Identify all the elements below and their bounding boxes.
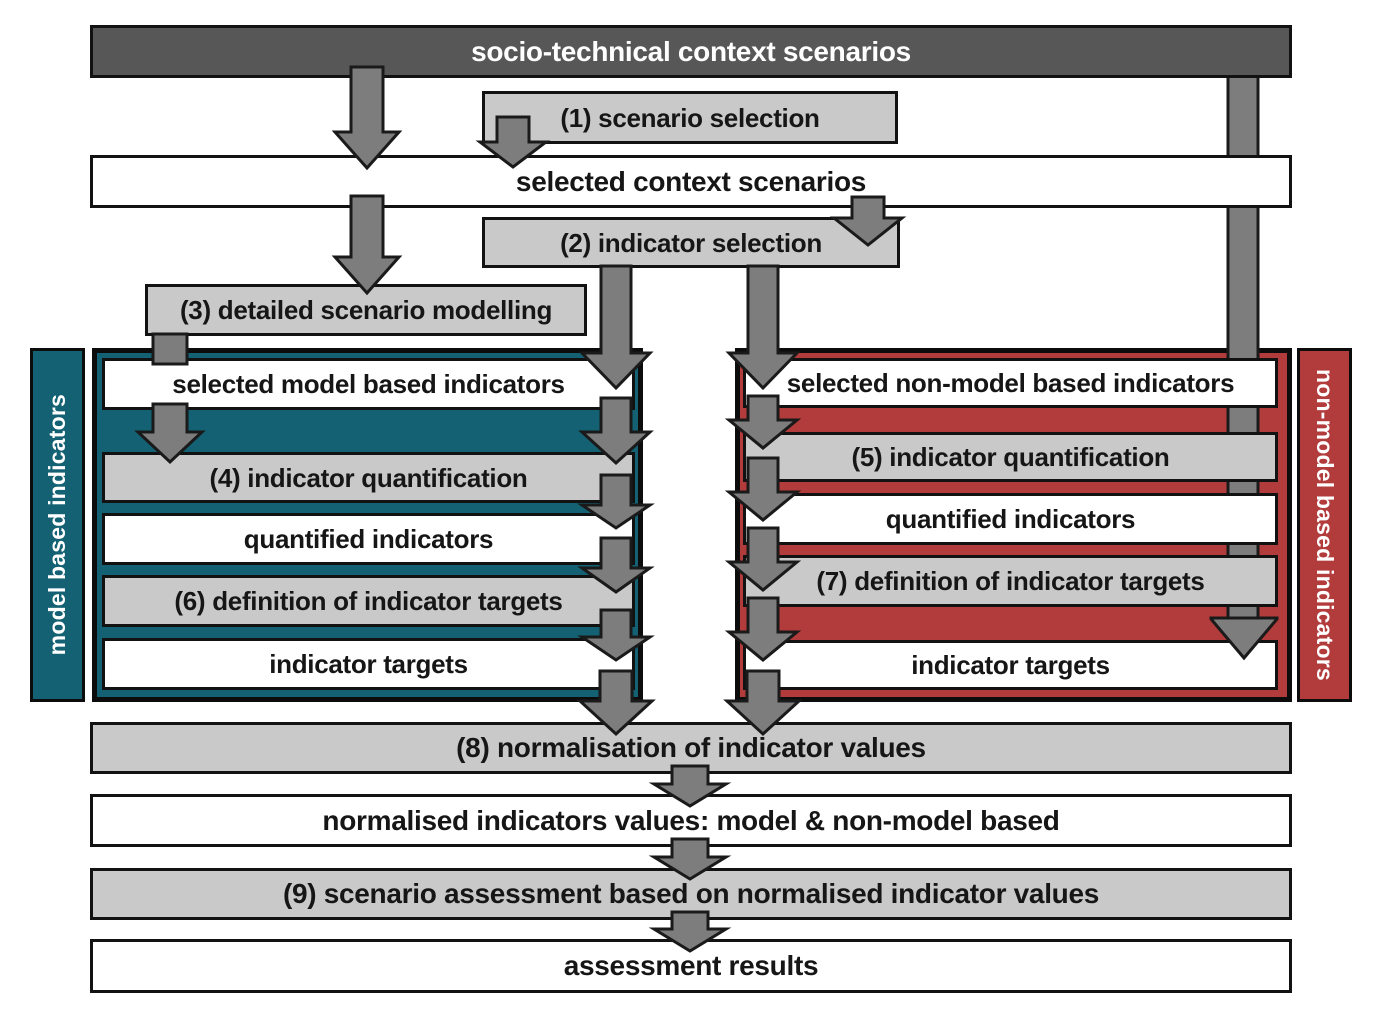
step-3-detailed-modelling-box: (3) detailed scenario modelling — [145, 284, 587, 336]
step-9-label: (9) scenario assessment based on normali… — [282, 878, 1100, 909]
non-model-row-label: quantified indicators — [885, 504, 1136, 534]
non-model-indicators-side-strip: non-model based indicators — [1297, 348, 1352, 702]
model-row-label: quantified indicators — [243, 524, 494, 554]
step-3-label: (3) detailed scenario modelling — [179, 295, 553, 325]
model-row-label: indicator targets — [269, 649, 468, 679]
non-model-indicators-side-label: non-model based indicators — [1312, 369, 1338, 681]
top-context-scenarios-bar: socio-technical context scenarios — [90, 25, 1292, 78]
model-indicators-side-strip: model based indicators — [30, 348, 85, 702]
non-model-row-step-7-targets: (7) definition of indicator targets — [743, 555, 1278, 607]
model-row-label: (4) indicator quantification — [209, 462, 528, 493]
step-2-label: (2) indicator selection — [560, 227, 822, 258]
step-1-scenario-selection-box: (1) scenario selection — [482, 91, 898, 144]
model-row-step-4-quantification: (4) indicator quantification — [102, 452, 635, 503]
step-8-normalisation-bar: (8) normalisation of indicator values — [90, 722, 1292, 774]
assessment-results-bar: assessment results — [90, 939, 1292, 993]
non-model-row-step-5-quantification: (5) indicator quantification — [743, 432, 1278, 482]
non-model-row-quantified-indicators: quantified indicators — [743, 493, 1278, 545]
assessment-results-label: assessment results — [563, 950, 819, 981]
model-indicators-side-label: model based indicators — [44, 394, 70, 656]
model-row-label: (6) definition of indicator targets — [174, 586, 563, 616]
flow-arrow — [331, 65, 403, 171]
step-1-label: (1) scenario selection — [560, 102, 820, 133]
selected-context-scenarios-label: selected context scenarios — [515, 165, 867, 197]
non-model-row-indicator-targets: indicator targets — [743, 640, 1278, 690]
non-model-row-label: (7) definition of indicator targets — [816, 566, 1205, 596]
top-context-scenarios-label: socio-technical context scenarios — [471, 35, 911, 67]
non-model-row-label: (5) indicator quantification — [851, 442, 1170, 472]
model-row-step-6-targets: (6) definition of indicator targets — [102, 575, 635, 627]
normalised-values-bar: normalised indicators values: model & no… — [90, 794, 1292, 847]
non-model-row-label: selected non-model based indicators — [786, 368, 1235, 398]
step-8-label: (8) normalisation of indicator values — [456, 732, 926, 763]
model-row-quantified-indicators: quantified indicators — [102, 513, 635, 565]
model-row-selected-indicators: selected model based indicators — [102, 358, 635, 410]
step-9-assessment-bar: (9) scenario assessment based on normali… — [90, 868, 1292, 920]
step-2-indicator-selection-box: (2) indicator selection — [482, 217, 900, 268]
model-row-label: selected model based indicators — [172, 369, 565, 399]
flow-arrow — [331, 194, 403, 296]
normalised-values-label: normalised indicators values: model & no… — [322, 804, 1060, 836]
model-row-indicator-targets: indicator targets — [102, 638, 635, 690]
non-model-row-selected-indicators: selected non-model based indicators — [743, 358, 1278, 408]
selected-context-scenarios-bar: selected context scenarios — [90, 155, 1292, 208]
non-model-row-label: indicator targets — [911, 650, 1110, 680]
